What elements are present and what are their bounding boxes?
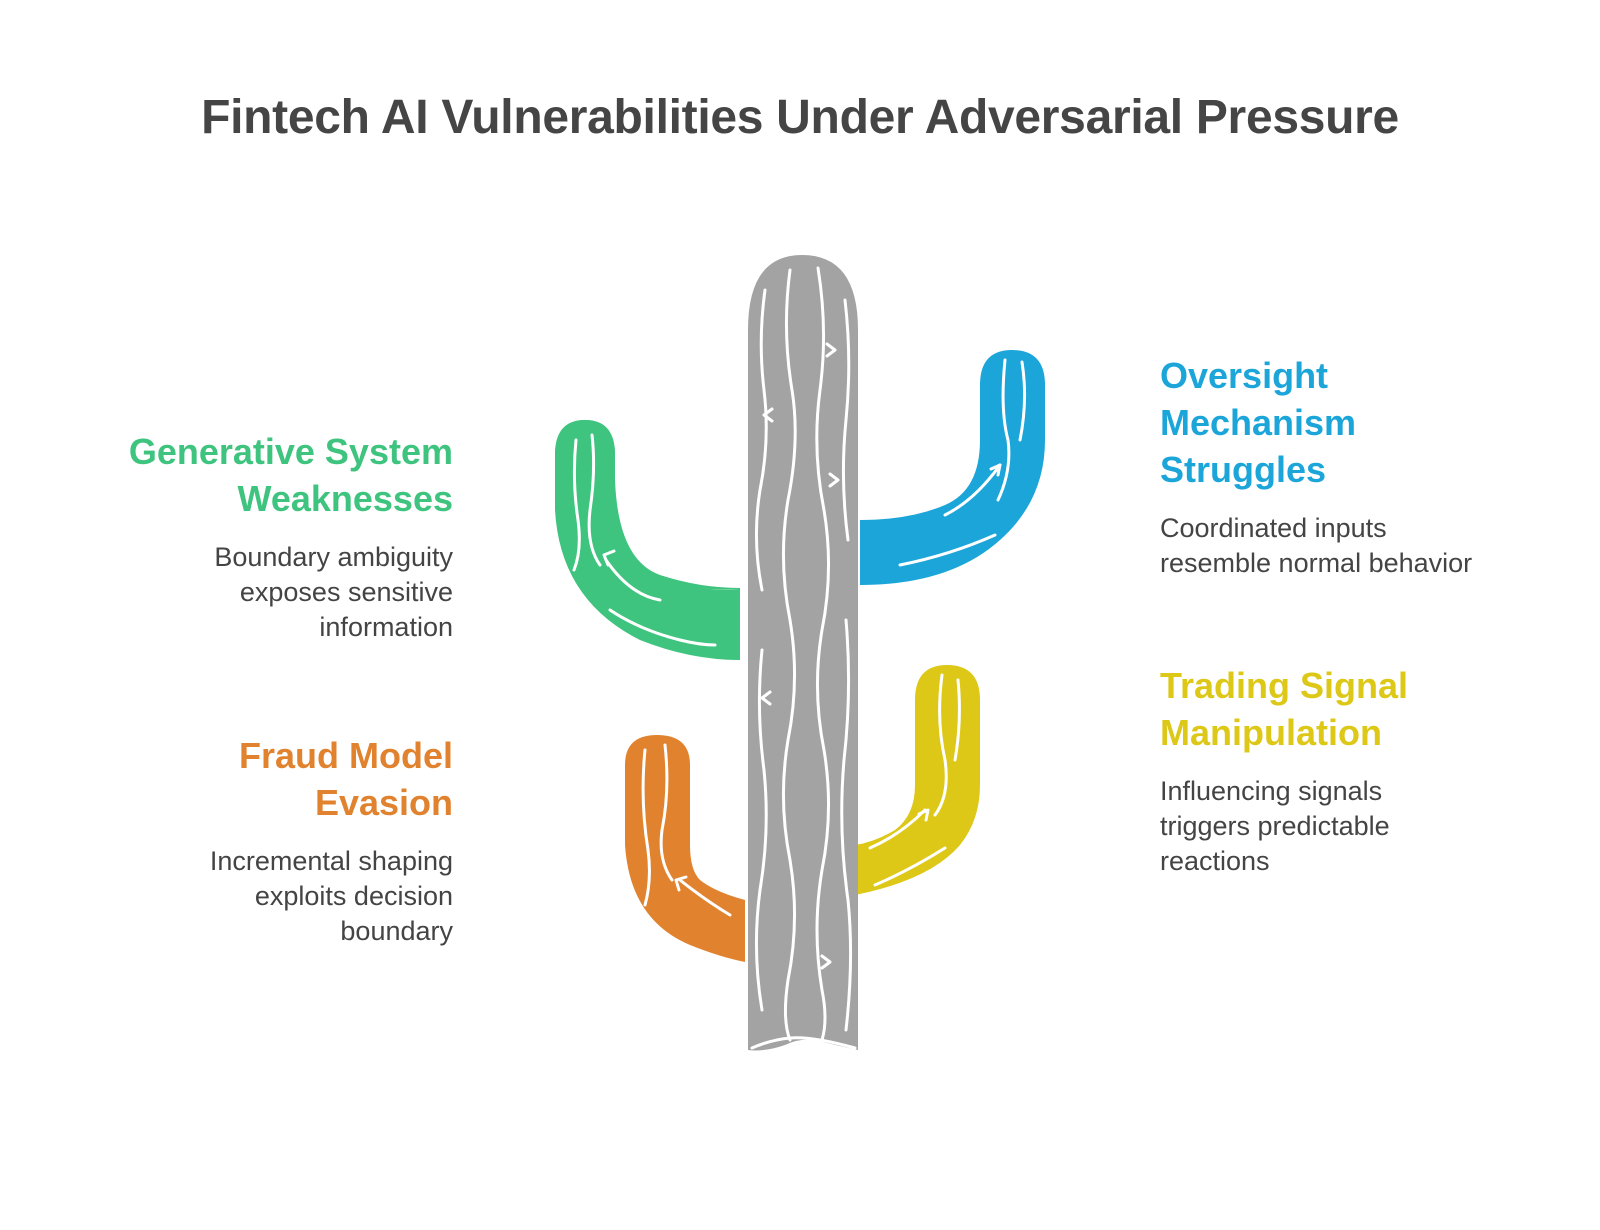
item-oversight-mechanism-struggles: Oversight Mechanism Struggles Coordinate…: [1160, 352, 1580, 581]
cactus-trunk: [748, 255, 858, 1050]
cactus-arm-trading: [855, 665, 980, 895]
item-trading-signal-manipulation: Trading Signal Manipulation Influencing …: [1160, 662, 1580, 879]
item-heading: Generative System Weaknesses: [80, 428, 453, 522]
cactus-arm-fraud: [625, 735, 745, 962]
item-description: Boundary ambiguity exposes sensitive inf…: [80, 540, 453, 645]
item-generative-system-weaknesses: Generative System Weaknesses Boundary am…: [80, 428, 453, 645]
cactus-arm-generative: [555, 420, 740, 660]
item-description: Influencing signals triggers predictable…: [1160, 774, 1580, 879]
cactus-arm-oversight: [860, 350, 1045, 585]
item-description: Incremental shaping exploits decision bo…: [80, 844, 453, 949]
item-fraud-model-evasion: Fraud Model Evasion Incremental shaping …: [80, 732, 453, 949]
item-description: Coordinated inputs resemble normal behav…: [1160, 511, 1580, 581]
item-heading: Fraud Model Evasion: [80, 732, 453, 826]
item-heading: Trading Signal Manipulation: [1160, 662, 1580, 756]
item-heading: Oversight Mechanism Struggles: [1160, 352, 1580, 493]
